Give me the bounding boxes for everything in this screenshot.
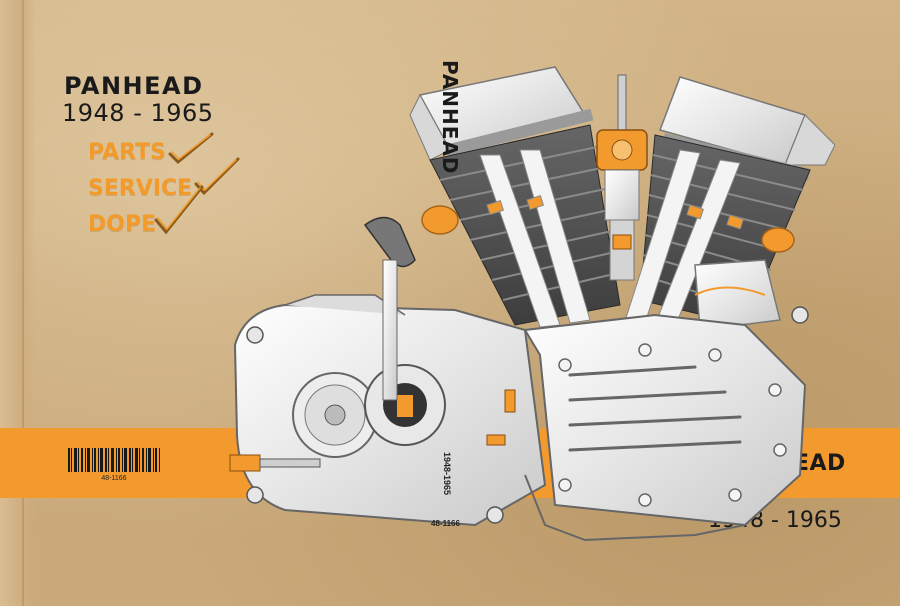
engine-years-text: 1948-1965 bbox=[442, 452, 452, 496]
front-breather-cap bbox=[761, 227, 795, 253]
cam-cover bbox=[486, 313, 807, 527]
checklist-item-service: SERVICE bbox=[88, 176, 192, 201]
check-mark-icon bbox=[168, 132, 214, 165]
check-mark-icon bbox=[154, 185, 204, 235]
rear-rocker-cover bbox=[409, 66, 594, 161]
check-mark-icon bbox=[194, 157, 240, 196]
engine-part-label: 48-1166 bbox=[431, 519, 460, 528]
barcode-number: 48-1166 bbox=[101, 475, 127, 482]
engine-mounts bbox=[246, 306, 809, 524]
panhead-engine-illustration bbox=[229, 66, 835, 542]
spine-crease bbox=[22, 0, 24, 606]
cover-years: 1948 - 1965 bbox=[62, 99, 214, 127]
checklist-item-parts: PARTS bbox=[88, 140, 166, 165]
cover-title: PANHEAD bbox=[64, 72, 204, 100]
generator bbox=[694, 259, 781, 331]
engine-years-label: 1948-1965 bbox=[438, 452, 458, 522]
spine-title: PANHEAD bbox=[438, 60, 466, 220]
torn-paper-edge bbox=[0, 0, 36, 606]
crankcase-outline bbox=[524, 474, 746, 542]
spine-title-text: PANHEAD bbox=[438, 60, 462, 175]
rear-breather-cap bbox=[421, 205, 459, 235]
barcode-icon bbox=[66, 446, 162, 474]
checklist-label: DOPE bbox=[88, 212, 157, 237]
carburetor bbox=[596, 74, 648, 281]
checklist-label: SERVICE bbox=[88, 176, 193, 201]
checklist-label: PARTS bbox=[88, 140, 166, 165]
pushrod-tubes bbox=[479, 149, 744, 328]
checklist-item-dope: DOPE bbox=[88, 212, 156, 237]
clutch-linkage bbox=[229, 454, 321, 472]
kickstart-lever bbox=[363, 216, 416, 401]
